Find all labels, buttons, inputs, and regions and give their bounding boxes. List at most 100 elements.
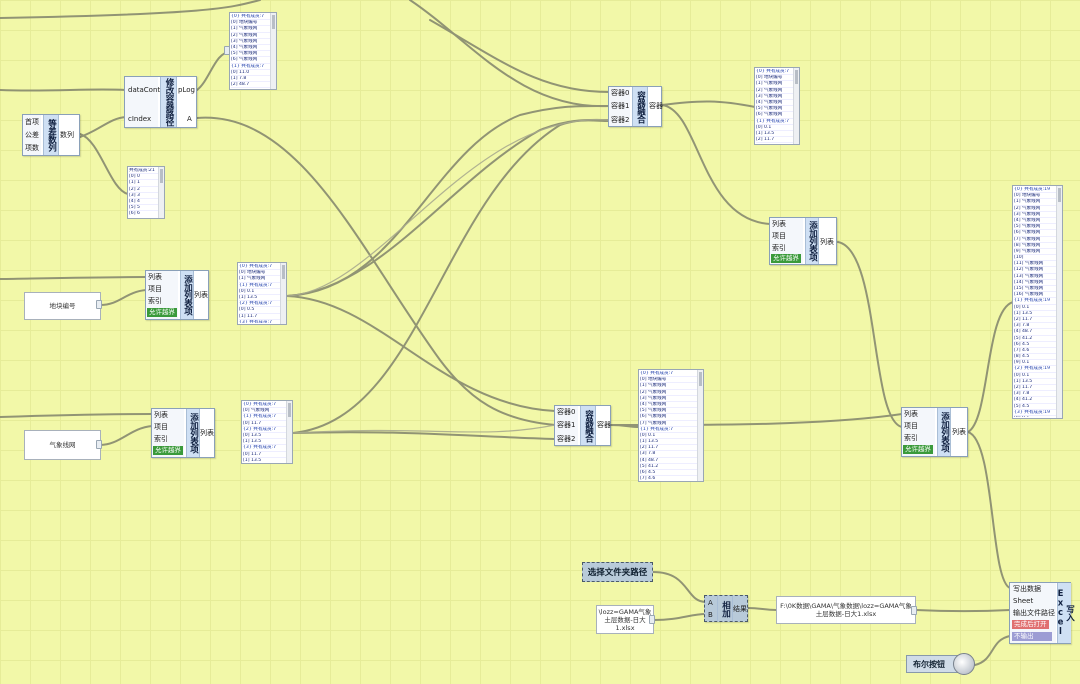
merge-mid-output[interactable]: 容器: [597, 421, 611, 429]
merge-top-input-2[interactable]: 容器2: [611, 116, 630, 124]
modify-output-a[interactable]: A: [187, 115, 192, 123]
wire: [0, 88, 127, 92]
wire: [653, 613, 707, 621]
add-list-item-node-2[interactable]: 列表 项目 索引 允许越界 添加列表项 列表: [151, 408, 215, 458]
add3-input-item[interactable]: 项目: [772, 232, 786, 240]
add3-input-index[interactable]: 索引: [772, 244, 786, 252]
concat-input-b[interactable]: B: [708, 611, 713, 619]
merge-top-output[interactable]: 容器: [649, 102, 663, 110]
excel-open-after[interactable]: 完成后打开: [1012, 620, 1049, 629]
text-output-grip[interactable]: [911, 606, 917, 615]
select-folder-path-button[interactable]: 选择文件夹路径: [582, 562, 653, 582]
container-merge-node-top[interactable]: 容器0 容器1 容器2 容器融合 容器: [608, 86, 663, 127]
panel-row: [13] 气象线网: [1014, 274, 1056, 280]
panel-row: [7] 4.6: [640, 476, 697, 480]
panel-row: [4] 41.2: [1014, 397, 1056, 404]
arith-input-diff[interactable]: 公差: [25, 131, 39, 139]
add1-input-item[interactable]: 项目: [148, 285, 162, 293]
panel-add2-output[interactable]: {0} 共有成员:7[0] 气象线网{1} 共有成员:7[0] 11.7{2} …: [241, 400, 293, 464]
panel-scrollbar[interactable]: [286, 401, 292, 463]
merge-top-input-0[interactable]: 容器0: [611, 89, 630, 97]
modify-input-datacont[interactable]: dataCont: [128, 86, 161, 94]
panel-merge-top-output[interactable]: {0} 共有成员:7[0] 地块编号[1] 气象线网[2] 气象线网[3] 气象…: [754, 67, 800, 145]
panel-modify-log[interactable]: {0} 共有成员:7[0] 地块编号[1] 气象线网[2] 气象线网[3] 气象…: [229, 12, 277, 90]
add4-input-item[interactable]: 项目: [904, 422, 918, 430]
modify-input-cindex[interactable]: cIndex: [128, 115, 152, 123]
add4-input-index[interactable]: 索引: [904, 434, 918, 442]
panel-scrollbar[interactable]: [280, 263, 286, 324]
arith-input-count[interactable]: 项数: [25, 144, 39, 152]
panel-add4-output[interactable]: {0} 共有成员:19[0] 地块编号[1] 气象线网[2] 气象线网[3] 气…: [1012, 185, 1063, 419]
excel-title: 写入Excel: [1056, 583, 1075, 643]
panel-row: [1] 13.5: [239, 295, 280, 302]
excel-no-output[interactable]: 不输出: [1012, 632, 1052, 641]
write-excel-node[interactable]: 写出数据 Sheet 输出文件路径 完成后打开 不输出 写入Excel: [1009, 582, 1075, 644]
modify-title: 修改容器路径: [160, 77, 177, 127]
excel-input-data[interactable]: 写出数据: [1013, 585, 1041, 593]
arith-input-first[interactable]: 首项: [25, 118, 39, 126]
merge-mid-input-2[interactable]: 容器2: [557, 435, 576, 443]
add3-output[interactable]: 列表: [820, 238, 834, 246]
add1-allow-overflow[interactable]: 允许越界: [147, 308, 177, 317]
plot-number-text[interactable]: 地块编号: [24, 292, 101, 320]
panel-row: [2] 11.7: [756, 137, 793, 143]
grid-type-text[interactable]: 气象线网: [24, 430, 101, 460]
add4-output[interactable]: 列表: [952, 428, 966, 436]
panel-row: [9] 0.1: [1014, 360, 1056, 367]
add1-output[interactable]: 列表: [194, 291, 208, 299]
panel-scrollbar[interactable]: [1056, 186, 1062, 418]
add1-input-list[interactable]: 列表: [148, 273, 162, 281]
modify-container-path-node[interactable]: dataCont cIndex 修改容器路径 pLog A: [124, 76, 197, 128]
panel-grip[interactable]: [224, 46, 230, 55]
modify-output-plog[interactable]: pLog: [178, 86, 195, 94]
panel-row: [2] 2: [129, 187, 158, 193]
merge-mid-input-0[interactable]: 容器0: [557, 408, 576, 416]
boolean-toggle-knob[interactable]: [953, 653, 975, 675]
add3-allow-overflow[interactable]: 允许越界: [771, 254, 801, 263]
add2-input-index[interactable]: 索引: [154, 435, 168, 443]
add1-input-index[interactable]: 索引: [148, 297, 162, 305]
panel-row: {0} 共有成员:7: [640, 371, 697, 378]
add2-output[interactable]: 列表: [200, 429, 214, 437]
wire: [292, 431, 556, 440]
panel-arith-output[interactable]: 共有成员:21[0] 0[1] 1[2] 2[3] 3[4] 4[5] 5[6]…: [127, 166, 165, 219]
panel-row: [8] 气象线网: [1014, 243, 1056, 249]
merge-top-input-1[interactable]: 容器1: [611, 102, 630, 110]
add3-input-list[interactable]: 列表: [772, 220, 786, 228]
wire: [747, 607, 777, 611]
text-output-grip[interactable]: [96, 300, 102, 309]
arithmetic-sequence-node[interactable]: 首项 公差 项数 等差数列 数列: [22, 114, 80, 156]
text-output-grip[interactable]: [96, 440, 102, 449]
container-merge-node-mid[interactable]: 容器0 容器1 容器2 容器融合 容器: [554, 405, 611, 446]
add-list-item-node-4[interactable]: 列表 项目 索引 允许越界 添加列表项 列表: [901, 407, 968, 457]
panel-row: [6] 气象线网: [1014, 230, 1056, 237]
panel-scrollbar[interactable]: [793, 68, 799, 144]
add2-input-item[interactable]: 项目: [154, 423, 168, 431]
concat-input-a[interactable]: A: [708, 599, 713, 607]
add4-input-list[interactable]: 列表: [904, 410, 918, 418]
panel-add1-output[interactable]: {0} 共有成员:7[0] 地块编号[1] 气象线网{1} 共有成员:7[0] …: [237, 262, 287, 325]
result-path-text[interactable]: F:\0K数据\GAMA\气象数据\lozz=GAMA气象土层数据-日大1.xl…: [776, 596, 916, 624]
panel-merge-mid-output[interactable]: {0} 共有成员:7[0] 地块编号[1] 气象线网[2] 气象线网[3] 气象…: [638, 369, 704, 482]
panel-row: [1] 7.8: [231, 76, 270, 83]
excel-input-sheet[interactable]: Sheet: [1013, 597, 1034, 605]
panel-scrollbar[interactable]: [158, 167, 164, 218]
panel-row: [1] 13.5: [640, 439, 697, 446]
excel-input-path[interactable]: 输出文件路径: [1013, 609, 1055, 617]
panel-row: [4] 4: [129, 199, 158, 206]
panel-scrollbar[interactable]: [270, 13, 276, 89]
text-output-grip[interactable]: [649, 615, 655, 624]
add-list-item-node-1[interactable]: 列表 项目 索引 允许越界 添加列表项 列表: [145, 270, 209, 320]
add2-allow-overflow[interactable]: 允许越界: [153, 446, 183, 455]
panel-row: [2] 11.7: [1014, 385, 1056, 392]
add2-input-list[interactable]: 列表: [154, 411, 168, 419]
merge-mid-input-1[interactable]: 容器1: [557, 421, 576, 429]
arith-output[interactable]: 数列: [60, 131, 74, 139]
panel-scrollbar[interactable]: [697, 370, 703, 481]
add4-allow-overflow[interactable]: 允许越界: [903, 445, 933, 454]
filename-text[interactable]: \lozz=GAMA气象土层数据-日大1.xlsx: [596, 605, 654, 634]
add-list-item-node-3[interactable]: 列表 项目 索引 允许越界 添加列表项 列表: [769, 217, 837, 265]
merge-top-title: 容器融合: [632, 87, 648, 126]
concat-output[interactable]: 结果: [733, 605, 747, 613]
concat-node[interactable]: A B 相加 结果: [704, 595, 748, 622]
